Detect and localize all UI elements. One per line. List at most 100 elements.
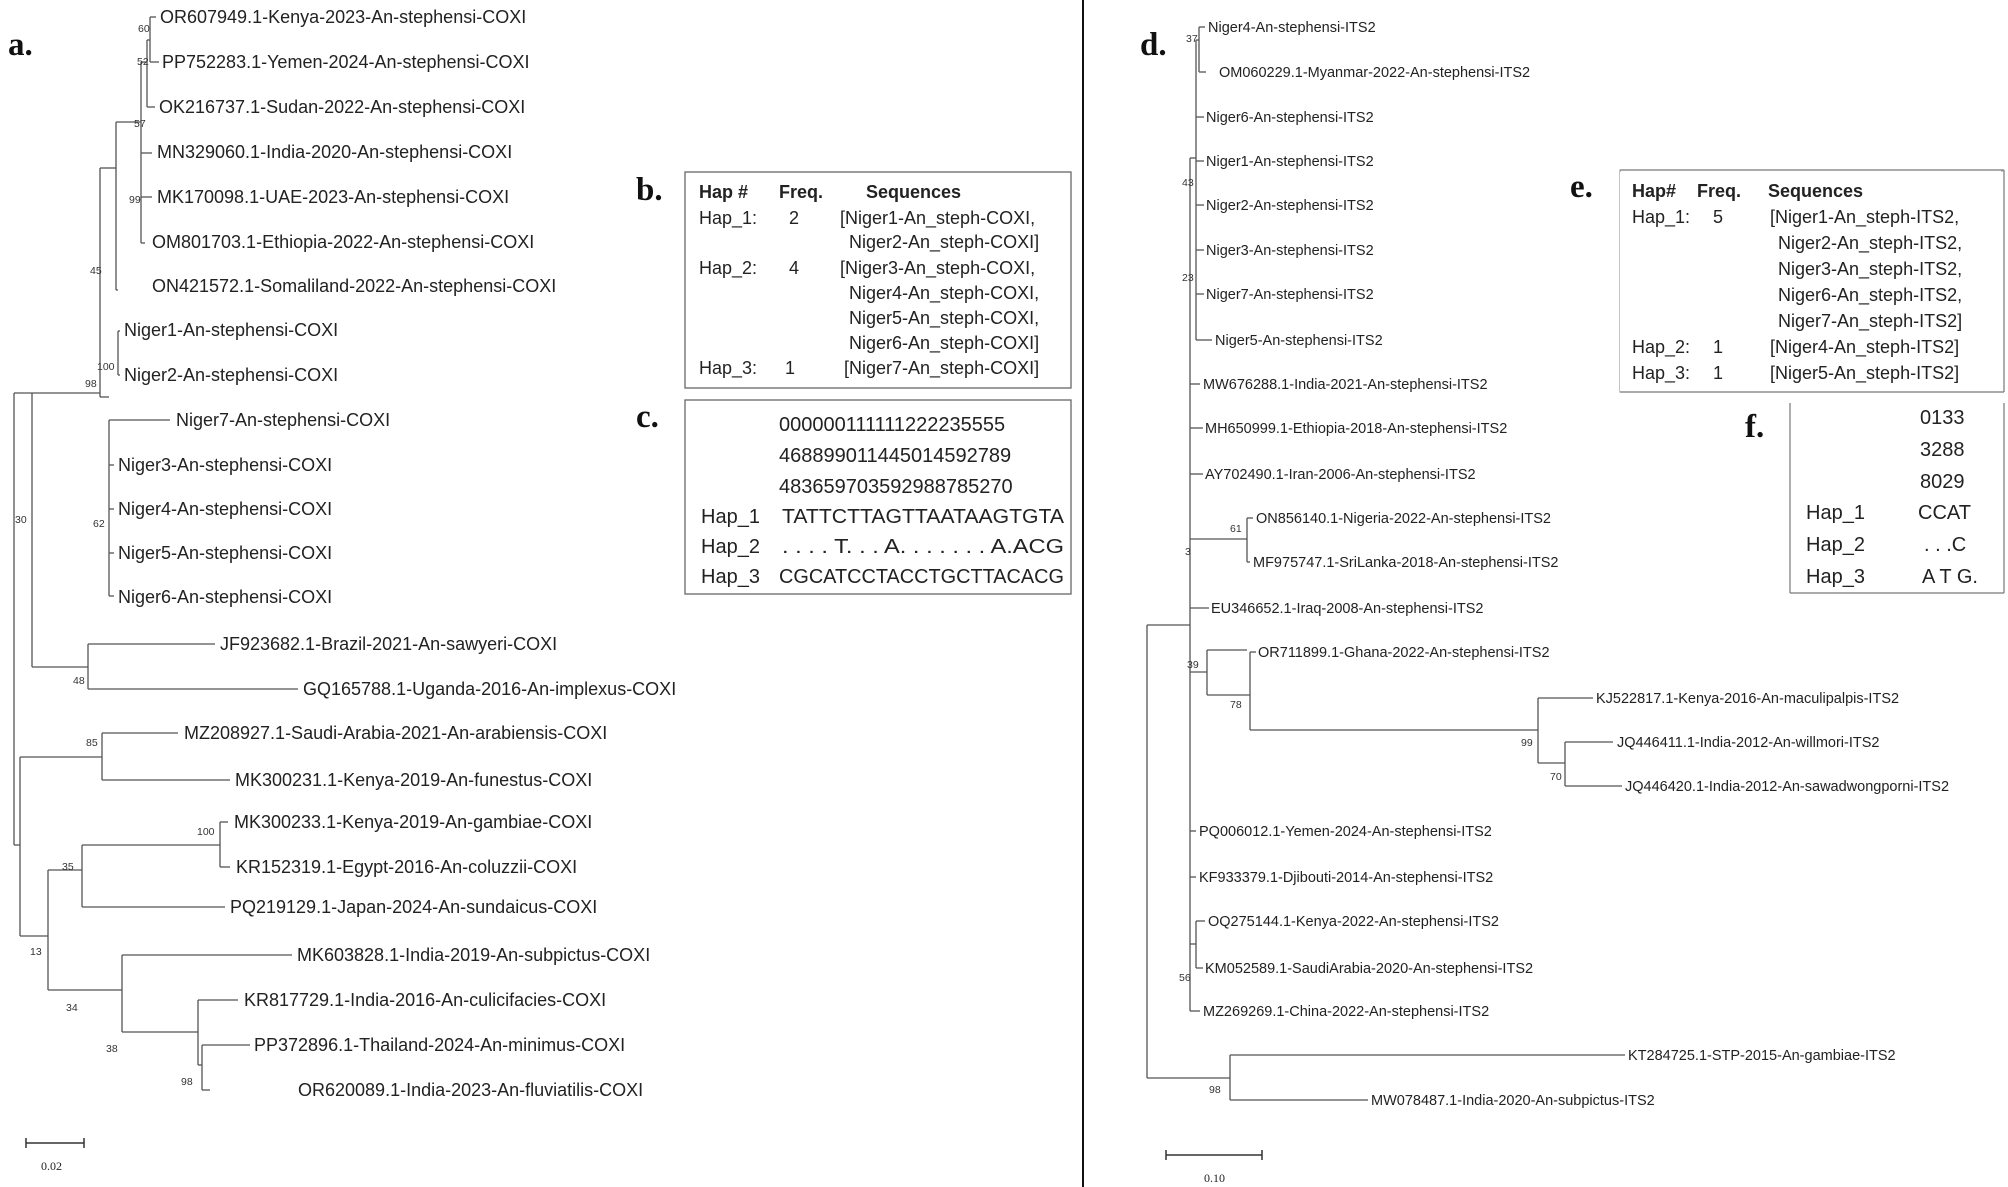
hap-sequence: [Niger4-An_steph-ITS2] [1770,337,1959,358]
hap-sequence: Niger7-An_steph-ITS2] [1778,311,1962,332]
site-position-row: 0133 [1920,407,1965,429]
its2-tip: KT284725.1-STP-2015-An-gambiae-ITS2 [1628,1048,1896,1064]
panel-d-label: d. [1140,27,1167,63]
bootstrap-value: 56 [1179,972,1191,984]
bootstrap-value: 45 [90,265,102,277]
coxi-tip: KR817729.1-India-2016-An-culicifacies-CO… [244,990,606,1010]
coxi-tip: OK216737.1-Sudan-2022-An-stephensi-COXI [159,97,525,117]
hap-sequence: Niger6-An_steph-COXI] [849,333,1039,354]
coxi-tip: MK603828.1-India-2019-An-subpictus-COXI [297,945,650,965]
coxi-tip: Niger6-An-stephensi-COXI [118,587,332,607]
hap-name: Hap_2: [1632,337,1690,358]
site-position-row: 3288 [1920,439,1965,461]
hap-sequence: [Niger1-An_steph-COXI, [840,208,1035,229]
hap-alignment: . . .C [1924,534,1966,556]
bootstrap-value: 38 [106,1043,118,1055]
its2-tip: OM060229.1-Myanmar-2022-An-stephensi-ITS… [1219,65,1530,81]
coxi-tip: MK300231.1-Kenya-2019-An-funestus-COXI [235,770,592,790]
hap-freq: 5 [1713,207,1723,227]
coxi-tip: PQ219129.1-Japan-2024-An-sundaicus-COXI [230,897,597,917]
hap-sequence: [Niger1-An_steph-ITS2, [1770,207,1959,228]
coxi-tree-branches [13,16,298,1091]
bootstrap-value: 39 [1187,659,1199,671]
coxi-tip: OR620089.1-India-2023-An-fluviatilis-COX… [298,1080,643,1100]
its2-tip: EU346652.1-Iraq-2008-An-stephensi-ITS2 [1211,601,1483,617]
hap-name: Hap_1: [1632,207,1690,228]
site-position-row: 8029 [1920,471,1965,493]
its2-tip: MW078487.1-India-2020-An-subpictus-ITS2 [1371,1093,1655,1109]
bootstrap-value: 98 [85,378,97,390]
hap-label: Hap_3 [701,566,760,588]
its2-tip: KM052589.1-SaudiArabia-2020-An-stephensi… [1205,961,1533,977]
bootstrap-value: 30 [15,514,27,526]
coxi-tip: MZ208927.1-Saudi-Arabia-2021-An-arabiens… [184,723,607,743]
its2-tip: JQ446411.1-India-2012-An-willmori-ITS2 [1617,735,1879,751]
coxi-tip: Niger1-An-stephensi-COXI [124,320,338,340]
hap-freq: 2 [789,208,799,228]
its2-tip: KF933379.1-Djibouti-2014-An-stephensi-IT… [1199,870,1493,886]
bootstrap-value: 34 [66,1002,78,1014]
site-position-row: 483659703592988785270 [779,476,1013,498]
hap-sequence: [Niger7-An_steph-COXI] [844,358,1039,379]
its2-tip: OQ275144.1-Kenya-2022-An-stephensi-ITS2 [1208,914,1499,930]
coxi-tip: OM801703.1-Ethiopia-2022-An-stephensi-CO… [152,232,534,252]
hap-freq: 1 [785,358,795,378]
hap-name: Hap_1: [699,208,757,229]
coxi-polymorphic-sites: c. 000000111111222235555 468899011445014… [636,399,1072,595]
its2-tip: AY702490.1-Iran-2006-An-stephensi-ITS2 [1205,467,1476,483]
panel-b-label: b. [636,172,663,208]
bootstrap-value: 62 [93,518,105,530]
hap-sequence: Niger5-An_steph-COXI, [849,308,1039,329]
hap-name: Hap_2: [699,258,757,279]
its2-tip: OR711899.1-Ghana-2022-An-stephensi-ITS2 [1258,645,1550,661]
coxi-tip: Niger5-An-stephensi-COXI [118,543,332,563]
coxi-tree: a. [8,7,676,1173]
hap-sequence: [Niger5-An_steph-ITS2] [1770,363,1959,384]
coxi-tip: MK170098.1-UAE-2023-An-stephensi-COXI [157,187,509,207]
bootstrap-value: 99 [1521,737,1533,749]
its2-tree-branches [1146,26,1625,1101]
bootstrap-value: 85 [86,737,98,749]
its2-tip: Niger1-An-stephensi-ITS2 [1206,154,1374,170]
its2-tip: Niger6-An-stephensi-ITS2 [1206,110,1374,126]
hap-alignment: A T G. [1922,566,1978,588]
its2-tip: Niger4-An-stephensi-ITS2 [1208,20,1376,36]
hap-label: Hap_2 [1806,534,1865,556]
hap-name: Hap_3: [1632,363,1690,384]
coxi-tip: Niger7-An-stephensi-COXI [176,410,390,430]
bootstrap-value: 35 [62,861,74,873]
coxi-tip: Niger3-An-stephensi-COXI [118,455,332,475]
coxi-tip: Niger4-An-stephensi-COXI [118,499,332,519]
bootstrap-value: 70 [1550,771,1562,783]
site-position-row: 468899011445014592789 [779,445,1011,467]
bootstrap-value: 43 [1182,177,1194,189]
scale-label: 0.02 [41,1159,62,1173]
panel-e-label: e. [1570,169,1593,205]
coxi-scale-bar: 0.02 [25,1138,85,1173]
coxi-tip: MN329060.1-India-2020-An-stephensi-COXI [157,142,512,162]
coxi-tip-labels: OR607949.1-Kenya-2023-An-stephensi-COXI … [118,7,676,1100]
bootstrap-value: 100 [197,826,215,838]
hap-sequence: Niger2-An_steph-COXI] [849,232,1039,253]
its2-bootstrap-values: 37 43 23 3 61 39 78 99 70 56 98 [1179,33,1562,1096]
coxi-tip: JF923682.1-Brazil-2021-An-sawyeri-COXI [220,634,557,654]
hap-freq: 1 [1713,363,1723,383]
hap-label: Hap_3 [1806,566,1865,588]
bootstrap-value: 37 [1186,33,1198,45]
bootstrap-value: 78 [1230,699,1242,711]
bootstrap-value: 98 [1209,1084,1221,1096]
its2-haplotype-table: e. Hap# Freq. Sequences Hap_1: 5 [Niger1… [1570,169,2005,393]
hap-alignment: CCAT [1918,502,1971,524]
table-header: Hap # [699,182,748,202]
its2-tree: d. [1140,20,1949,1185]
bootstrap-value: 60 [138,23,150,35]
its2-tip: KJ522817.1-Kenya-2016-An-maculipalpis-IT… [1596,691,1899,707]
hap-sequence: Niger4-An_steph-COXI, [849,283,1039,304]
hap-alignment: . . . . T. . . A. . . . . . . A.ACG [782,536,1064,558]
coxi-bootstrap-values: 60 52 57 99 45 100 98 62 30 48 85 100 35… [15,23,215,1088]
coxi-tip: KR152319.1-Egypt-2016-An-coluzzii-COXI [236,857,577,877]
coxi-tip: OR607949.1-Kenya-2023-An-stephensi-COXI [160,7,526,27]
coxi-tip: Niger2-An-stephensi-COXI [124,365,338,385]
coxi-tip: MK300233.1-Kenya-2019-An-gambiae-COXI [234,812,592,832]
bootstrap-value: 13 [30,946,42,958]
